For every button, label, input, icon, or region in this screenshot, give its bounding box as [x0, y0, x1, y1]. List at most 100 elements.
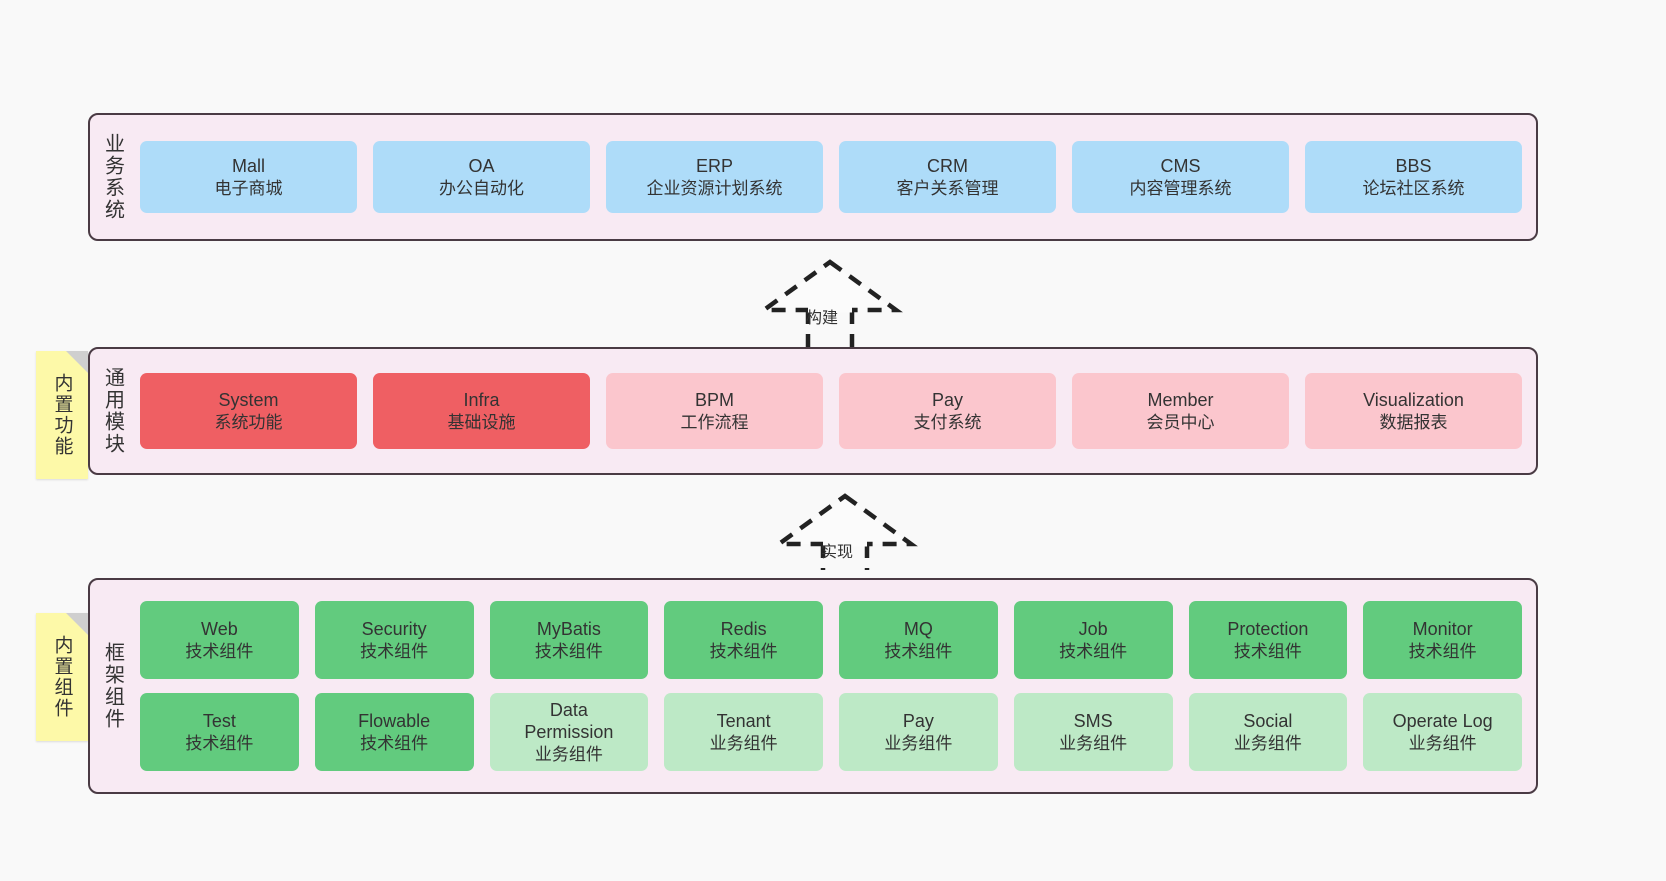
layer-business-systems: 业务系统 Mall 电子商城 OA 办公自动化 ERP 企业资源计划系统 CRM…	[88, 113, 1538, 241]
module-card-subtitle: 技术组件	[709, 641, 778, 661]
module-card-subtitle: 业务组件	[534, 744, 603, 764]
module-card-subtitle: 基础设施	[447, 412, 516, 432]
layer-common-modules: 通用模块 System 系统功能 Infra 基础设施 BPM 工作流程 Pay…	[88, 347, 1538, 475]
module-card-title: Tenant	[716, 711, 771, 732]
module-card-subtitle: 业务组件	[1059, 733, 1128, 753]
module-card-title: Protection	[1227, 619, 1309, 640]
module-card-security[interactable]: Security 技术组件	[314, 601, 474, 679]
module-card-subtitle: 工作流程	[680, 412, 749, 432]
module-card-social[interactable]: Social 业务组件	[1188, 693, 1348, 771]
arrow-head-triangle	[772, 493, 918, 547]
module-card-sms[interactable]: SMS 业务组件	[1013, 693, 1173, 771]
connector-implement: 实现	[765, 492, 925, 570]
module-card-redis[interactable]: Redis 技术组件	[664, 601, 823, 679]
module-card-subtitle: 业务组件	[1408, 733, 1477, 753]
module-card-flowable[interactable]: Flowable 技术组件	[314, 693, 474, 771]
module-card-operate-log[interactable]: Operate Log 业务组件	[1363, 693, 1522, 771]
module-card-erp[interactable]: ERP 企业资源计划系统	[606, 141, 823, 213]
module-card-title: Member	[1147, 390, 1214, 411]
module-card-title: System	[218, 390, 279, 411]
module-card-visualization[interactable]: Visualization 数据报表	[1305, 373, 1522, 449]
module-card-subtitle: 办公自动化	[439, 178, 524, 198]
module-card-title: Redis	[720, 619, 767, 640]
module-card-subtitle: 内容管理系统	[1129, 178, 1232, 198]
module-card-title: BBS	[1395, 156, 1432, 177]
module-card-monitor[interactable]: Monitor 技术组件	[1363, 601, 1522, 679]
module-card-subtitle: 技术组件	[360, 733, 429, 753]
module-card-title: Flowable	[358, 711, 431, 732]
module-card-title: Data Permission	[524, 699, 614, 743]
module-card-data-permission[interactable]: Data Permission 业务组件	[489, 693, 649, 771]
module-card-test[interactable]: Test 技术组件	[140, 693, 299, 771]
module-card-title: Web	[201, 619, 238, 640]
sticky-note-label: 内置组件	[51, 635, 73, 719]
module-card-member[interactable]: Member 会员中心	[1072, 373, 1289, 449]
module-card-oa[interactable]: OA 办公自动化	[373, 141, 590, 213]
layer-row: Web 技术组件 Security 技术组件 MyBatis 技术组件 Redi…	[140, 601, 1522, 679]
module-card-title: Monitor	[1412, 619, 1473, 640]
module-card-subtitle: 客户关系管理	[896, 178, 999, 198]
module-card-subtitle: 技术组件	[185, 641, 254, 661]
module-card-cms[interactable]: CMS 内容管理系统	[1072, 141, 1289, 213]
module-card-title: MQ	[903, 619, 933, 640]
connector-label-implement: 实现	[821, 544, 854, 561]
module-card-infra[interactable]: Infra 基础设施	[373, 373, 590, 449]
module-card-title: Test	[202, 711, 236, 732]
module-card-title: BPM	[694, 390, 734, 411]
module-card-subtitle: 会员中心	[1146, 412, 1215, 432]
connector-label-build: 构建	[806, 310, 839, 327]
module-card-subtitle: 支付系统	[913, 412, 982, 432]
layer-row: System 系统功能 Infra 基础设施 BPM 工作流程 Pay 支付系统…	[140, 373, 1522, 449]
module-card-title: Operate Log	[1392, 711, 1493, 732]
sticky-note-label: 内置功能	[51, 373, 73, 457]
module-card-title: Visualization	[1363, 390, 1464, 411]
module-card-title: MyBatis	[536, 619, 601, 640]
module-card-system[interactable]: System 系统功能	[140, 373, 357, 449]
module-card-bbs[interactable]: BBS 论坛社区系统	[1305, 141, 1522, 213]
module-card-subtitle: 电子商城	[214, 178, 283, 198]
module-card-job[interactable]: Job 技术组件	[1013, 601, 1173, 679]
layer-row: Test 技术组件 Flowable 技术组件 Data Permission …	[140, 693, 1522, 771]
layer-title-common-modules: 通用模块	[101, 367, 124, 455]
arrow-head-triangle	[757, 259, 903, 313]
module-card-subtitle: 技术组件	[1233, 641, 1302, 661]
module-card-mall[interactable]: Mall 电子商城	[140, 141, 357, 213]
module-card-pay-component[interactable]: Pay 业务组件	[839, 693, 998, 771]
module-card-subtitle: 业务组件	[884, 733, 953, 753]
sticky-note-builtin-components: 内置组件	[36, 613, 88, 741]
note-fold-icon	[66, 351, 88, 373]
module-card-title: Pay	[902, 711, 934, 732]
module-card-title: Pay	[931, 390, 964, 411]
module-card-mq[interactable]: MQ 技术组件	[839, 601, 998, 679]
module-card-title: SMS	[1073, 711, 1113, 732]
layer-title-framework-components: 框架组件	[101, 642, 124, 730]
module-card-subtitle: 技术组件	[884, 641, 953, 661]
module-card-title: Mall	[231, 156, 265, 177]
layer-framework-components: 框架组件 Web 技术组件 Security 技术组件 MyBatis 技术组件…	[88, 578, 1538, 794]
module-card-web[interactable]: Web 技术组件	[140, 601, 299, 679]
module-card-protection[interactable]: Protection 技术组件	[1188, 601, 1348, 679]
layer-row: Mall 电子商城 OA 办公自动化 ERP 企业资源计划系统 CRM 客户关系…	[140, 141, 1522, 213]
module-card-title: ERP	[695, 156, 733, 177]
module-card-subtitle: 技术组件	[1059, 641, 1128, 661]
layer-title-business-systems: 业务系统	[101, 133, 124, 221]
module-card-bpm[interactable]: BPM 工作流程	[606, 373, 823, 449]
module-card-title: CRM	[927, 156, 968, 177]
module-card-subtitle: 技术组件	[534, 641, 603, 661]
module-card-subtitle: 技术组件	[1408, 641, 1477, 661]
layer-body-common-modules: System 系统功能 Infra 基础设施 BPM 工作流程 Pay 支付系统…	[136, 349, 1536, 473]
module-card-tenant[interactable]: Tenant 业务组件	[664, 693, 823, 771]
module-card-title: CMS	[1160, 156, 1201, 177]
module-card-title: OA	[468, 156, 495, 177]
module-card-mybatis[interactable]: MyBatis 技术组件	[489, 601, 649, 679]
module-card-crm[interactable]: CRM 客户关系管理	[839, 141, 1056, 213]
connector-build: 构建	[750, 258, 910, 350]
sticky-note-builtin-features: 内置功能	[36, 351, 88, 479]
module-card-pay[interactable]: Pay 支付系统	[839, 373, 1056, 449]
module-card-subtitle: 企业资源计划系统	[646, 178, 783, 198]
module-card-title: Social	[1243, 711, 1293, 732]
module-card-subtitle: 业务组件	[709, 733, 778, 753]
module-card-title: Security	[361, 619, 427, 640]
layer-body-business-systems: Mall 电子商城 OA 办公自动化 ERP 企业资源计划系统 CRM 客户关系…	[136, 115, 1536, 239]
